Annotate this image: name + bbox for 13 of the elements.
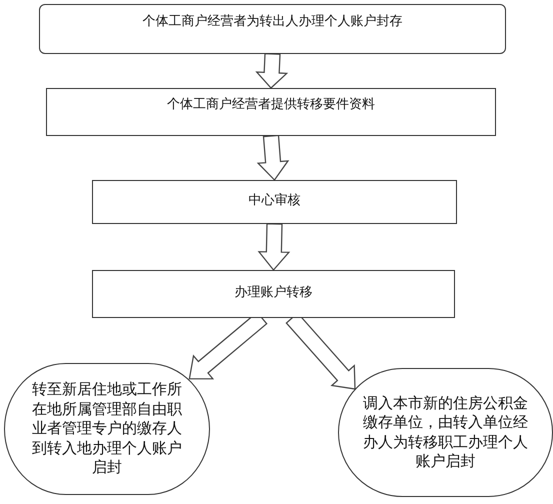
node-text: 转至新居住地或工作所在地所属管理部自由职业者管理专户的缴存人到转入地办理个人账户启封 (31, 380, 183, 478)
process-box (92, 180, 457, 224)
process-box (46, 88, 496, 136)
block-arrow (255, 53, 288, 89)
process-box (39, 4, 506, 54)
node-text: 个体工商户经营者提供转移要件资料 (167, 97, 375, 114)
node-text: 中心审核 (248, 193, 300, 210)
node-text: 办理账户转移 (234, 285, 312, 302)
node-text: 调入本市新的住房公积金缴存单位，由转入单位经办人为转移职工办理个人账户启封 (362, 394, 529, 472)
process-box (92, 270, 455, 318)
block-arrow (256, 134, 290, 181)
node-text: 个体工商户经营者为转出人办理个人账户封存 (142, 14, 402, 31)
block-arrow (258, 223, 290, 271)
